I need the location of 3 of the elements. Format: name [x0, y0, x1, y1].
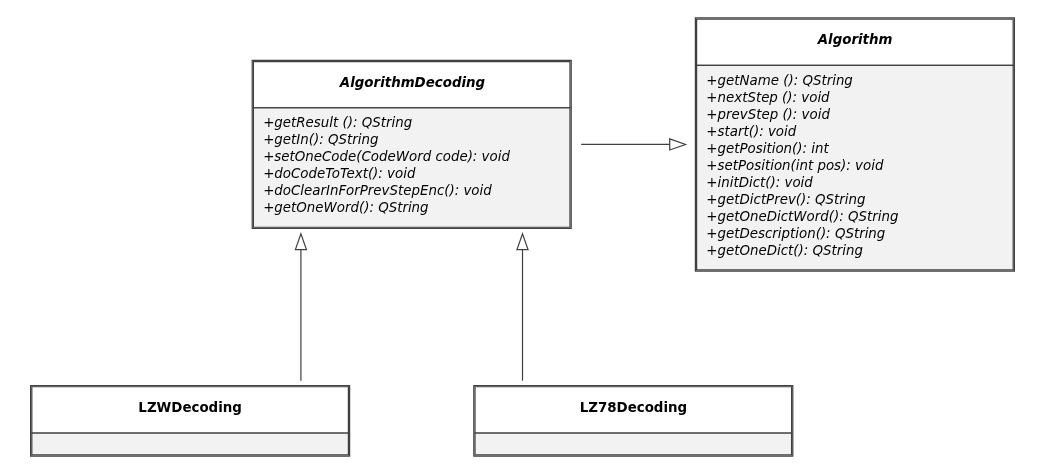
arrow	[516, 231, 529, 382]
arrow	[580, 138, 688, 151]
arrow	[294, 231, 308, 382]
